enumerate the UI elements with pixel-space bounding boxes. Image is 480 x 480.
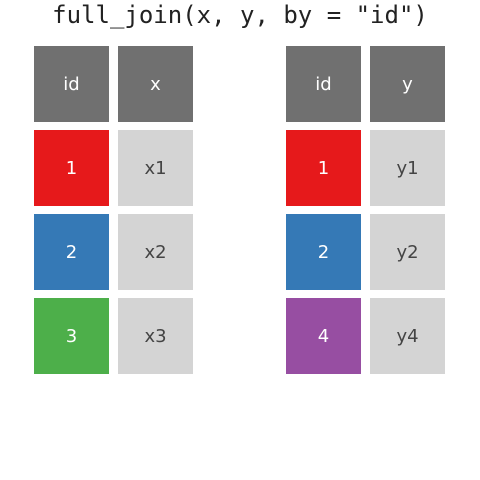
table-x: id x 1 x1 2 x2 3 x3 [34, 46, 193, 382]
table-x-header-x: x [118, 46, 193, 122]
table-x-header-row: id x [34, 46, 193, 122]
table-y-header-row: id y [286, 46, 445, 122]
table-y-value-cell: y2 [370, 214, 445, 290]
table-y-id-cell: 4 [286, 298, 361, 374]
table-x-id-cell: 1 [34, 130, 109, 206]
table-x-row: 3 x3 [34, 298, 193, 374]
table-y-id-cell: 1 [286, 130, 361, 206]
table-x-row: 2 x2 [34, 214, 193, 290]
table-y-value-cell: y1 [370, 130, 445, 206]
table-y-value-cell: y4 [370, 298, 445, 374]
table-y-row: 4 y4 [286, 298, 445, 374]
table-x-id-cell: 2 [34, 214, 109, 290]
table-x-value-cell: x3 [118, 298, 193, 374]
table-y-id-cell: 2 [286, 214, 361, 290]
table-x-value-cell: x1 [118, 130, 193, 206]
table-x-id-cell: 3 [34, 298, 109, 374]
table-y-row: 2 y2 [286, 214, 445, 290]
table-y-row: 1 y1 [286, 130, 445, 206]
table-x-row: 1 x1 [34, 130, 193, 206]
table-y-header-id: id [286, 46, 361, 122]
table-y: id y 1 y1 2 y2 4 y4 [286, 46, 445, 382]
table-x-value-cell: x2 [118, 214, 193, 290]
diagram-title: full_join(x, y, by = "id") [52, 1, 428, 29]
table-x-header-id: id [34, 46, 109, 122]
table-y-header-y: y [370, 46, 445, 122]
